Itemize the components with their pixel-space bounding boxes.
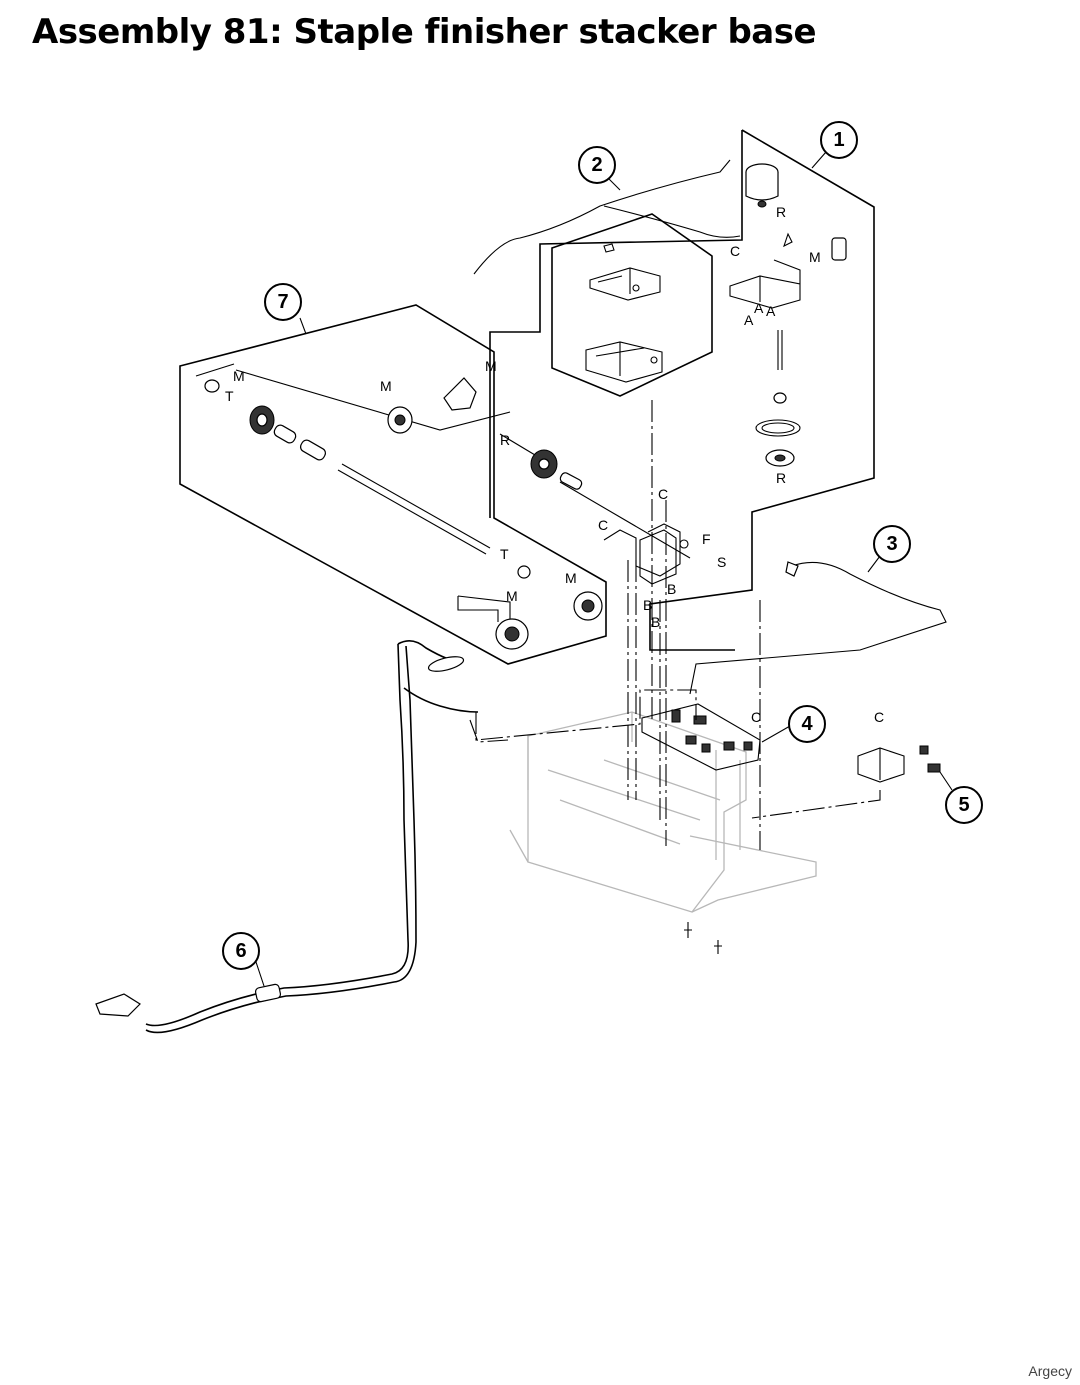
callout-3-number: 3: [886, 533, 897, 555]
label-c: C: [658, 486, 668, 502]
callout-3: 3: [873, 525, 911, 563]
label-m: M: [233, 368, 245, 384]
label-c: C: [598, 517, 608, 533]
label-m: M: [380, 378, 392, 394]
label-c: C: [751, 709, 761, 725]
cable-3: [689, 561, 947, 695]
bracket-inset: [551, 213, 713, 397]
sensor-bracket-5: [857, 745, 941, 783]
label-r: R: [500, 432, 510, 448]
harness-6: [95, 640, 479, 1034]
label-t: T: [225, 388, 234, 404]
label-t: T: [500, 546, 509, 562]
callout-5-number: 5: [958, 794, 969, 816]
callout-4: 4: [788, 705, 826, 743]
callout-4-number: 4: [801, 713, 813, 735]
label-s: S: [717, 554, 726, 570]
circuit-board-4: [641, 703, 761, 771]
label-m: M: [485, 358, 497, 374]
cable-2: [473, 159, 741, 275]
label-b: B: [643, 597, 652, 613]
label-m: M: [565, 570, 577, 586]
page-title: Assembly 81: Staple finisher stacker bas…: [32, 12, 817, 52]
callout-leaders: [255, 151, 953, 987]
screws: [684, 922, 722, 954]
label-a: A: [744, 312, 754, 328]
label-b: B: [667, 581, 676, 597]
callout-6: 6: [222, 932, 260, 970]
callout-1: 1: [820, 121, 858, 159]
group-1-outline: [489, 129, 875, 651]
label-a: A: [754, 300, 764, 316]
callout-7-number: 7: [277, 291, 288, 313]
callout-6-number: 6: [235, 940, 246, 962]
label-r: R: [776, 204, 786, 220]
motor-assembly: [729, 163, 847, 467]
callout-5: 5: [945, 786, 983, 824]
watermark: Argecy: [1028, 1363, 1072, 1379]
roller-shaft-assembly: [195, 363, 603, 650]
label-a: A: [766, 303, 776, 319]
label-m: M: [506, 588, 518, 604]
label-m: M: [809, 249, 821, 265]
callout-2-number: 2: [591, 154, 602, 176]
drive-shaft-assembly: [499, 433, 691, 585]
callout-2: 2: [578, 146, 616, 184]
alignment-lines: [469, 400, 881, 850]
label-c: C: [874, 709, 884, 725]
label-f: F: [702, 531, 711, 547]
callout-7: 7: [264, 283, 302, 321]
label-b: B: [651, 614, 660, 630]
base-plate: [509, 711, 817, 913]
letter-labels: M T M M R C C F S T M M B B B R M C A A …: [225, 204, 884, 725]
label-r: R: [776, 470, 786, 486]
label-c: C: [730, 243, 740, 259]
group-7-outline: [179, 304, 607, 665]
callout-1-number: 1: [833, 129, 844, 151]
